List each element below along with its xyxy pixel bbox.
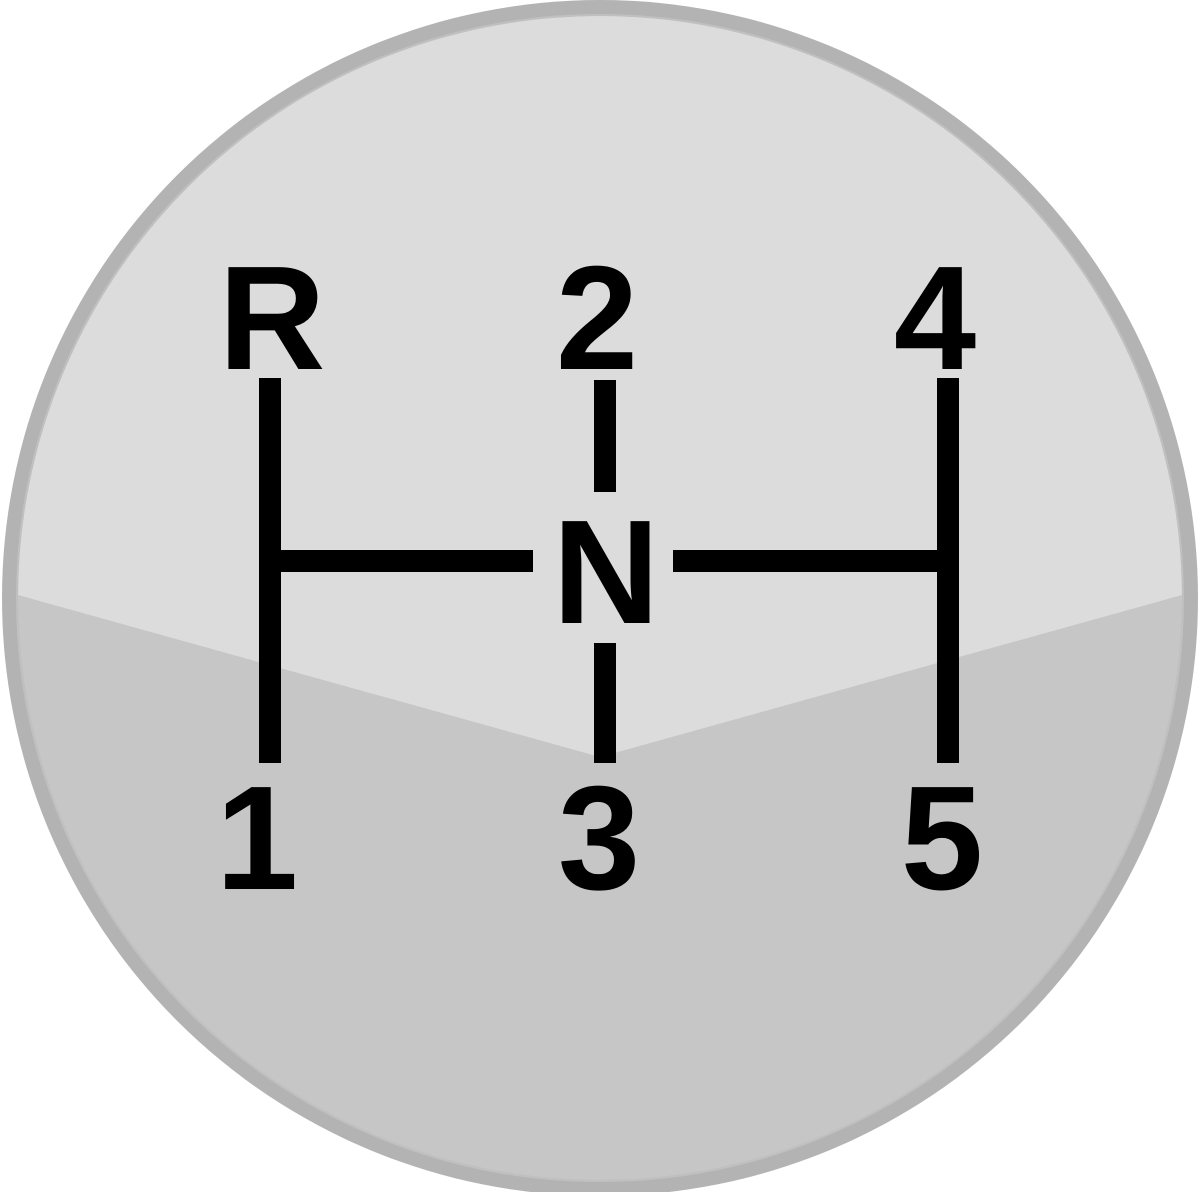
right-gate-line	[937, 378, 959, 763]
gear-label-reverse: R	[219, 236, 326, 401]
gear-label-fourth: 4	[894, 236, 976, 401]
gear-label-neutral: N	[553, 490, 660, 655]
left-cross-line	[281, 550, 533, 572]
gear-label-third: 3	[558, 756, 640, 921]
center-upper-line	[594, 380, 616, 492]
gear-label-second: 2	[556, 236, 638, 401]
left-gate-line	[259, 378, 281, 763]
right-cross-line	[673, 550, 937, 572]
gear-label-fifth: 5	[901, 756, 983, 921]
gear-label-first: 1	[216, 756, 298, 921]
center-lower-line	[594, 643, 616, 763]
knob-inner-ring	[16, 14, 1184, 1182]
shift-gate-lines	[259, 378, 959, 763]
